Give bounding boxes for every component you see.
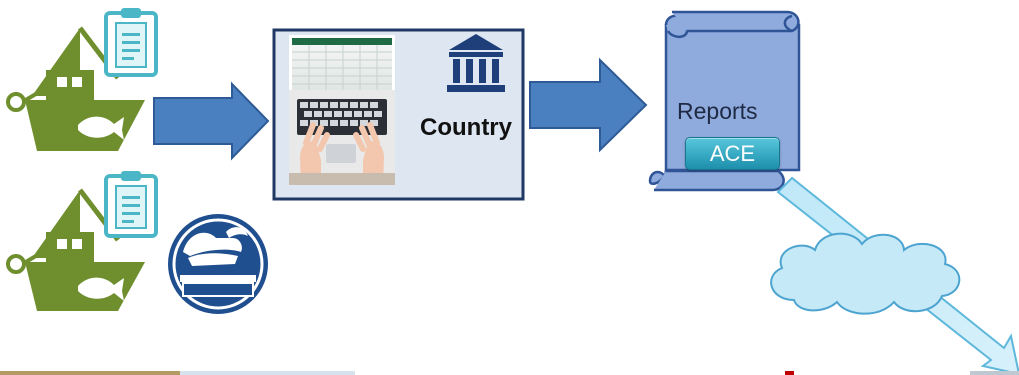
fishing-boat-icon: [6, 26, 145, 151]
bottom-strip: [0, 371, 1019, 375]
ace-badge: ACE: [685, 137, 780, 170]
country-label: Country: [420, 114, 512, 141]
government-building-icon: [447, 34, 505, 92]
cloud-icon: [770, 232, 961, 315]
observer-logo-icon: [168, 214, 268, 314]
clipboard-icon: [104, 171, 158, 238]
fishing-boat-icon: [6, 188, 145, 311]
flow-arrow-to-reports: [529, 57, 648, 153]
flow-arrow-to-country: [153, 81, 270, 161]
clipboard-icon: [104, 8, 158, 77]
reports-label: Reports: [677, 98, 758, 124]
report-scroll-icon: [648, 10, 801, 192]
laptop-spreadsheet-icon: [289, 35, 395, 185]
